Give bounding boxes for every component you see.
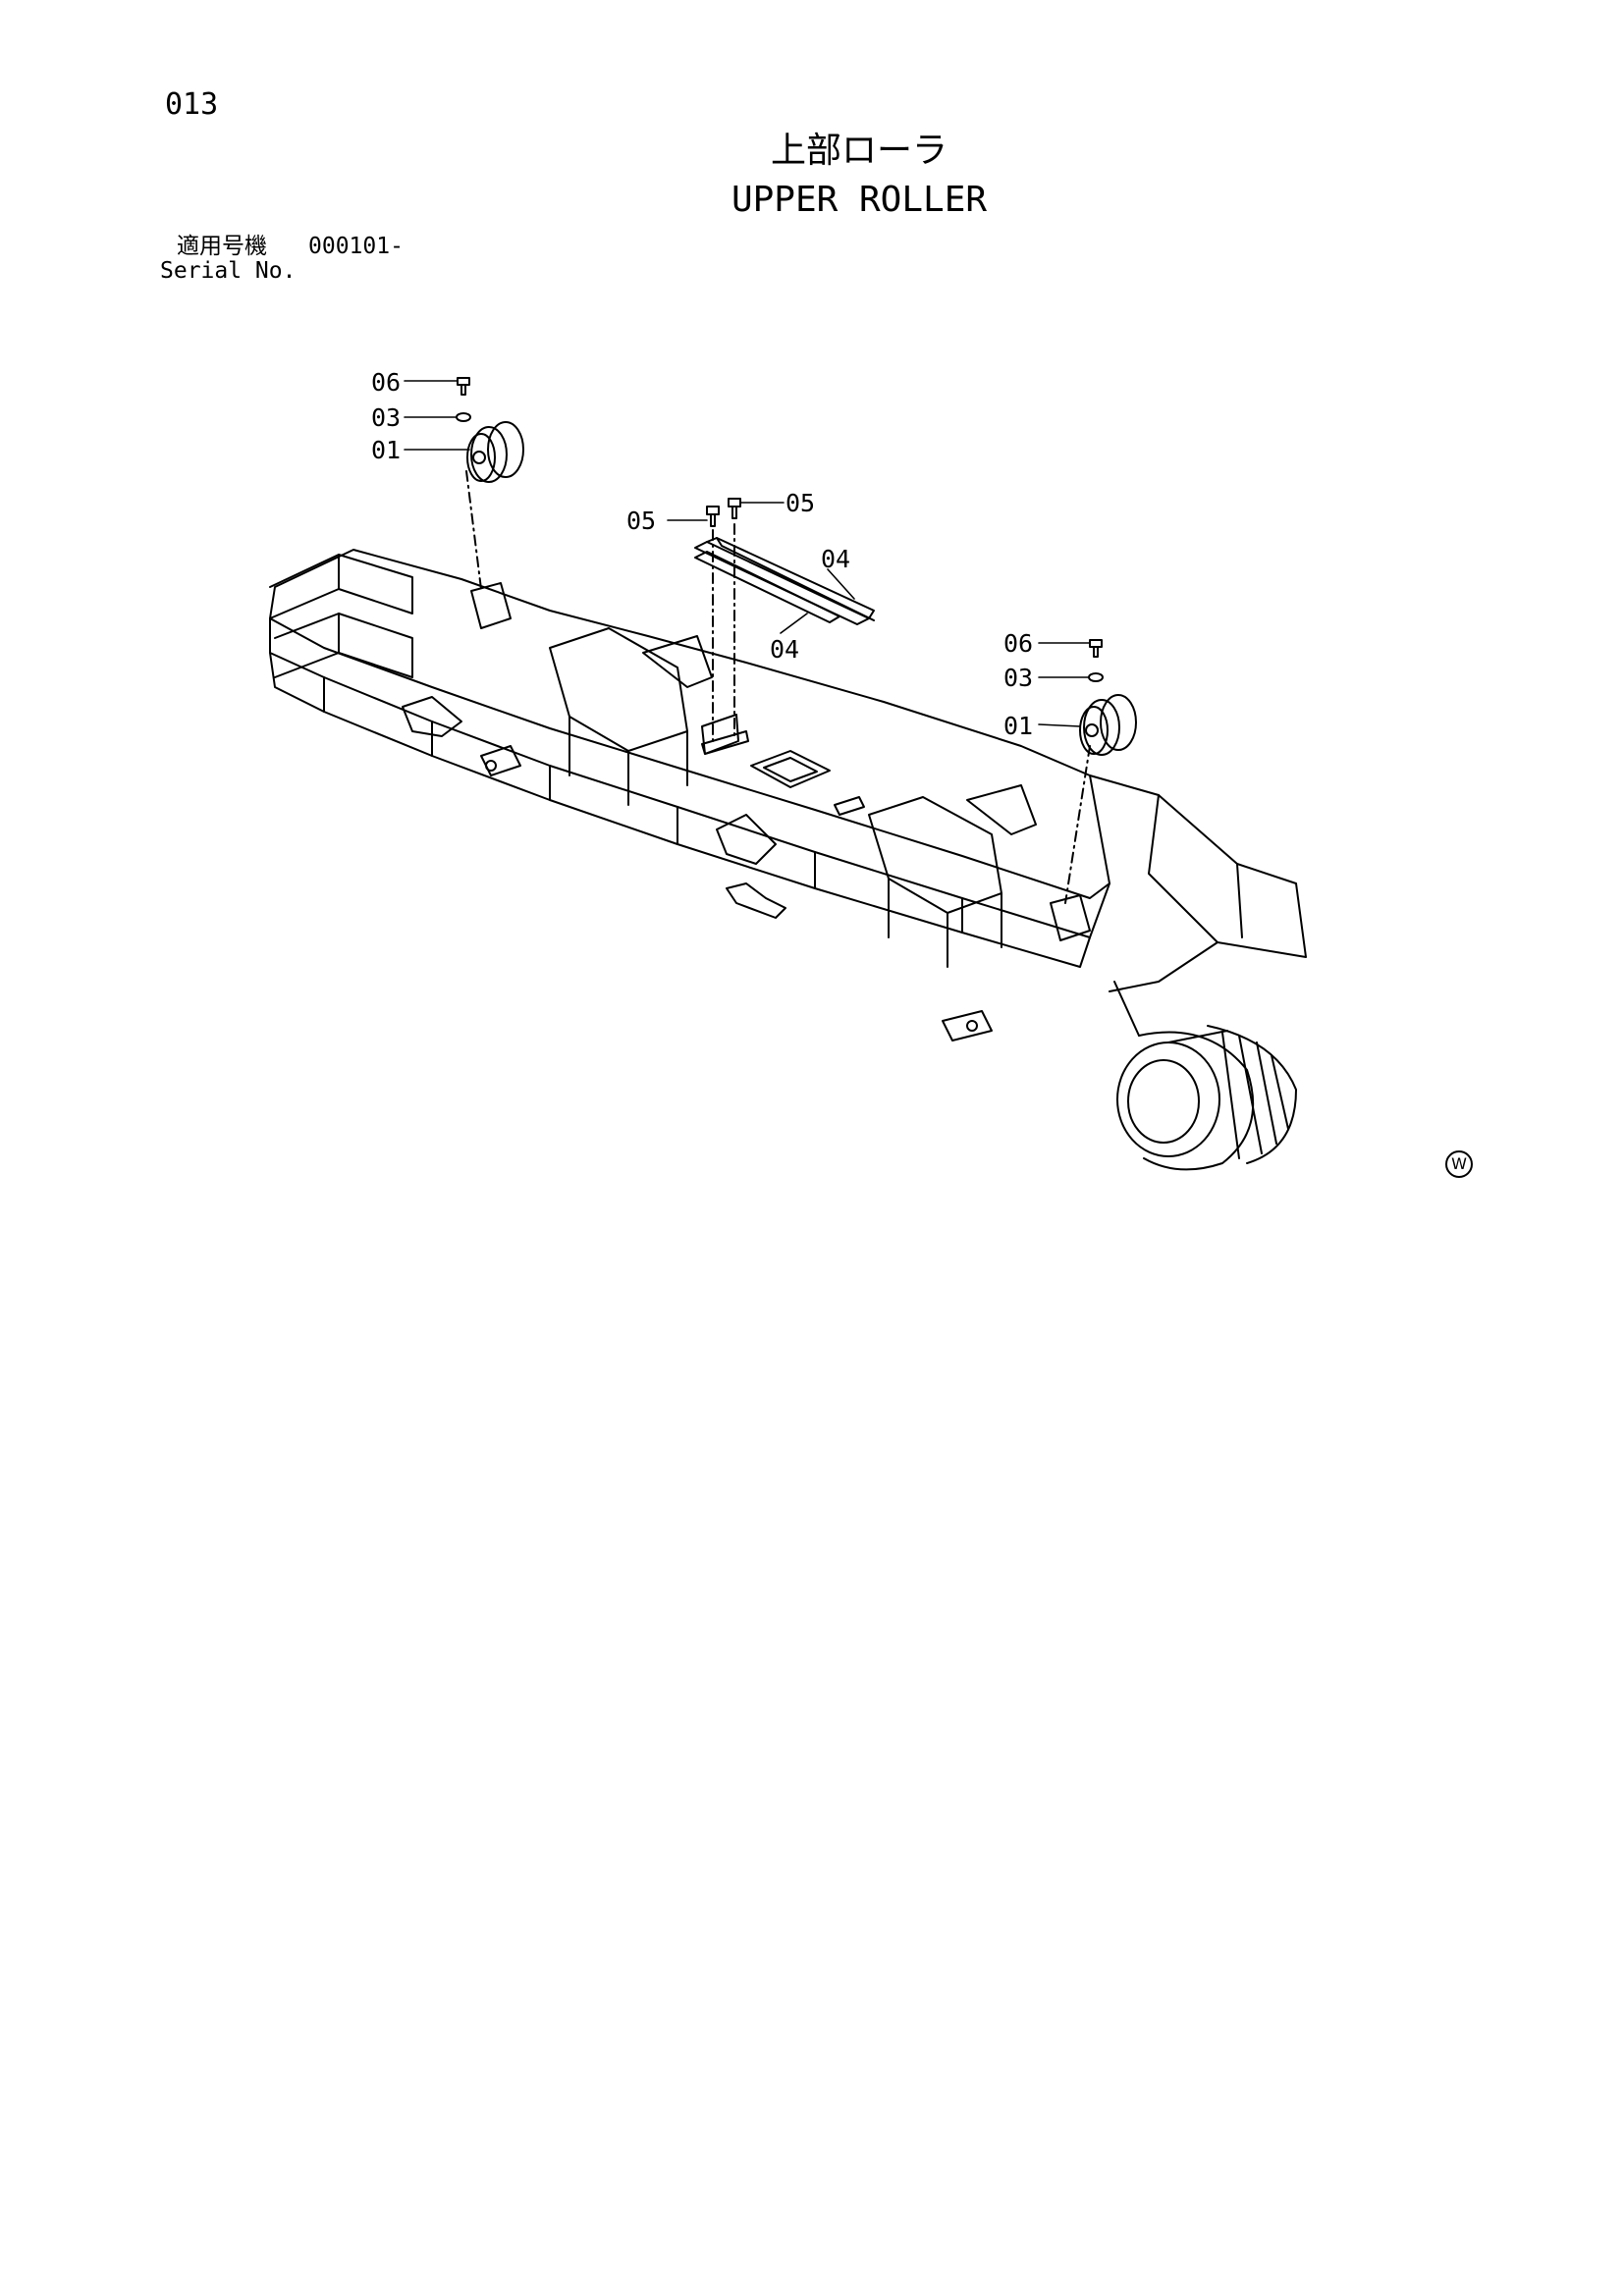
title-japanese: 上部ローラ (770, 131, 947, 171)
callout-06-left: 06 (371, 368, 401, 397)
serial-number-value: 000101- (308, 234, 404, 259)
upper-roller-right (1064, 639, 1137, 904)
upper-roller-left (456, 377, 524, 590)
w-mark-icon: W (1445, 1150, 1473, 1178)
serial-label-english: Serial No. (160, 258, 297, 284)
callout-06-right: 06 (1003, 629, 1033, 658)
page-number: 013 (165, 87, 219, 122)
callout-04-top: 04 (821, 545, 850, 573)
serial-label-japanese: 適用号機 (177, 234, 267, 259)
callout-05-right: 05 (785, 489, 815, 517)
track-frame (269, 549, 1307, 1171)
callout-01-left: 01 (371, 436, 401, 464)
title-english: UPPER ROLLER (731, 180, 988, 220)
callout-04-bottom: 04 (770, 635, 799, 664)
leader-lines (404, 380, 1091, 727)
callout-03-left: 03 (371, 403, 401, 432)
rail-plates (694, 498, 875, 755)
callout-05-left: 05 (626, 507, 656, 535)
callout-01-right: 01 (1003, 712, 1033, 740)
callout-03-right: 03 (1003, 664, 1033, 692)
